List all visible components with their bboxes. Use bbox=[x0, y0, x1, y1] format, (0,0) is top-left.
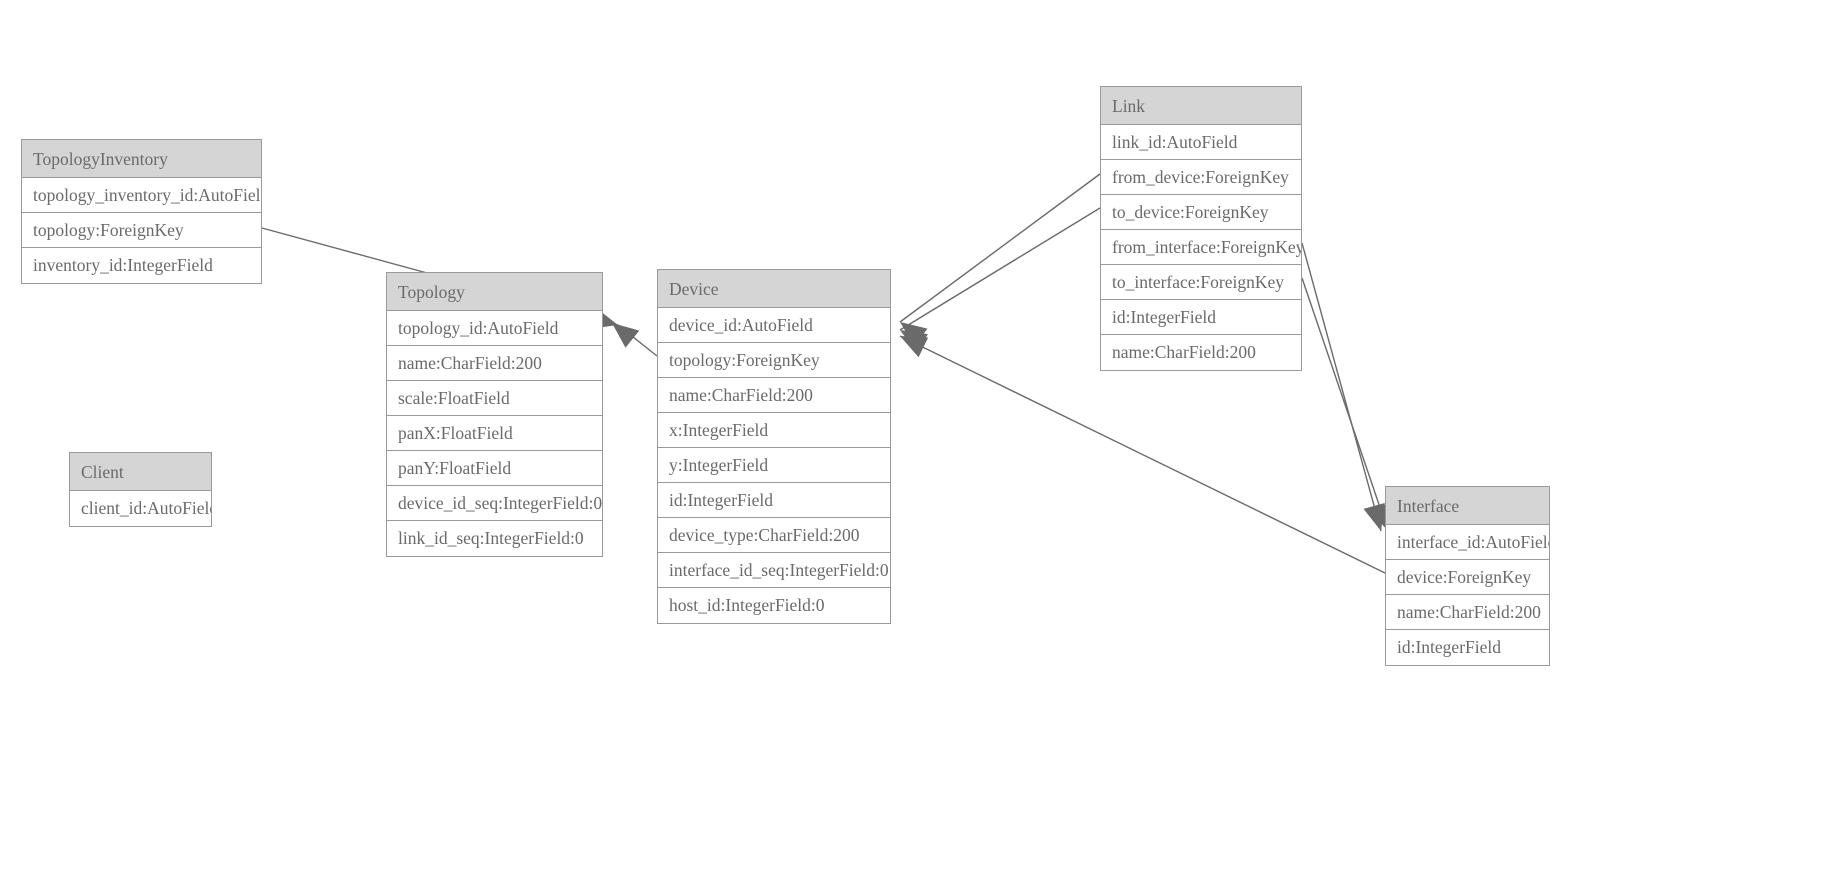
entity-topology-attribute: name:CharField:200 bbox=[387, 346, 602, 381]
entity-link-attribute: to_interface:ForeignKey bbox=[1101, 265, 1301, 300]
entity-topologyinventory-attribute: inventory_id:IntegerField bbox=[22, 248, 261, 283]
entity-link-attribute: name:CharField:200 bbox=[1101, 335, 1301, 370]
entity-interface-attribute: id:IntegerField bbox=[1386, 630, 1549, 665]
entity-topology-attribute: scale:FloatField bbox=[387, 381, 602, 416]
edge-interface-device bbox=[899, 335, 1386, 574]
entity-topology-title: Topology bbox=[387, 273, 602, 311]
edge-link-to-device bbox=[899, 207, 1101, 331]
entity-topologyinventory-attribute: topology:ForeignKey bbox=[22, 213, 261, 248]
entity-link-attribute: id:IntegerField bbox=[1101, 300, 1301, 335]
entity-link-attribute: to_device:ForeignKey bbox=[1101, 195, 1301, 230]
entity-topologyinventory-title: TopologyInventory bbox=[22, 140, 261, 178]
entity-device-attribute: interface_id_seq:IntegerField:0 bbox=[658, 553, 890, 588]
entity-device-attribute: host_id:IntegerField:0 bbox=[658, 588, 890, 623]
entity-link-attribute: link_id:AutoField bbox=[1101, 125, 1301, 160]
arrowhead-interface-device bbox=[900, 336, 929, 358]
entity-topologyinventory-attribute: topology_inventory_id:AutoField bbox=[22, 178, 261, 213]
entity-device-attribute: y:IntegerField bbox=[658, 448, 890, 483]
entity-device-title: Device bbox=[658, 270, 890, 308]
entity-link-attribute: from_device:ForeignKey bbox=[1101, 160, 1301, 195]
entity-topology-attribute: device_id_seq:IntegerField:0 bbox=[387, 486, 602, 521]
entity-device-attribute: device_type:CharField:200 bbox=[658, 518, 890, 553]
entity-link-attribute: from_interface:ForeignKey bbox=[1101, 230, 1301, 265]
entity-topology-attribute: panX:FloatField bbox=[387, 416, 602, 451]
entity-client-title: Client bbox=[70, 453, 211, 491]
edge-device-topology bbox=[617, 324, 658, 357]
entity-interface-attribute: interface_id:AutoField bbox=[1386, 525, 1549, 560]
entity-device-attribute: x:IntegerField bbox=[658, 413, 890, 448]
entity-topology-attribute: panY:FloatField bbox=[387, 451, 602, 486]
arrowhead-device-topology bbox=[612, 323, 640, 348]
edge-link-from-device bbox=[899, 173, 1101, 323]
entity-client-attribute: client_id:AutoField bbox=[70, 491, 211, 526]
entity-link-title: Link bbox=[1101, 87, 1301, 125]
arrowhead-link-from-device bbox=[900, 322, 928, 347]
edge-link-from-interface bbox=[1301, 242, 1382, 532]
edge-link-to-interface bbox=[1301, 277, 1389, 532]
entity-device-attribute: name:CharField:200 bbox=[658, 378, 890, 413]
entity-device-attribute: topology:ForeignKey bbox=[658, 343, 890, 378]
entity-topology-attribute: link_id_seq:IntegerField:0 bbox=[387, 521, 602, 556]
entity-device-attribute: device_id:AutoField bbox=[658, 308, 890, 343]
entity-topology-attribute: topology_id:AutoField bbox=[387, 311, 602, 346]
entity-device-attribute: id:IntegerField bbox=[658, 483, 890, 518]
entity-interface-attribute: name:CharField:200 bbox=[1386, 595, 1549, 630]
entity-interface-attribute: device:ForeignKey bbox=[1386, 560, 1549, 595]
arrowhead-link-to-device bbox=[900, 330, 928, 353]
entity-interface-title: Interface bbox=[1386, 487, 1549, 525]
